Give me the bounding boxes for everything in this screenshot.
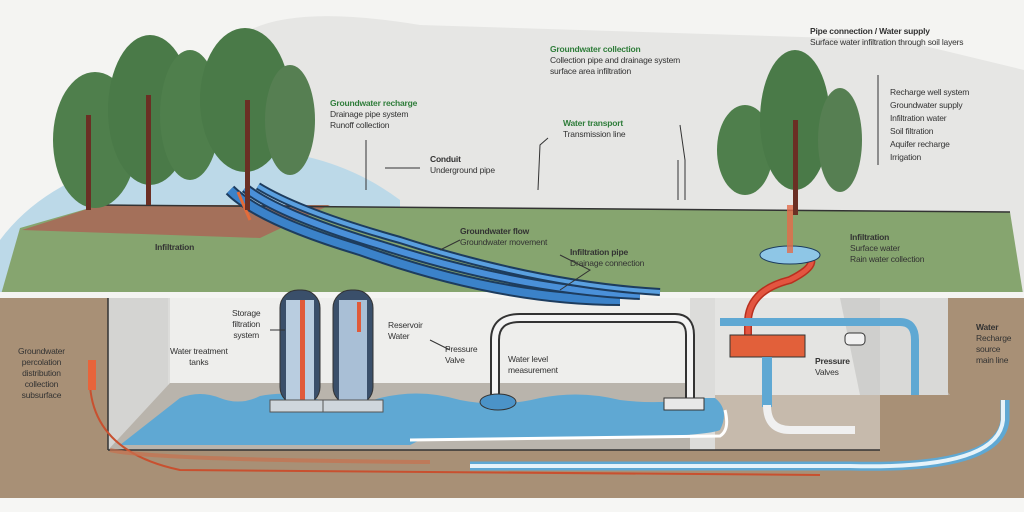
root-line xyxy=(109,448,431,464)
label-ground-mid2: Infiltration pipe Drainage connection xyxy=(570,247,645,268)
label-ground-right: Infiltration Surface water Rain water co… xyxy=(850,232,925,264)
marker-bar xyxy=(88,360,96,390)
pipe-base xyxy=(663,397,705,411)
tree-right xyxy=(717,50,862,215)
well-stream xyxy=(787,205,793,253)
label-top-left: Groundwater recharge Drainage pipe syste… xyxy=(330,98,418,130)
gauge xyxy=(844,332,866,346)
label-mid-top: Water transport Transmission line xyxy=(563,118,626,139)
outlet-pipe xyxy=(763,404,855,434)
label-top-right: Pipe connection / Water supply Surface w… xyxy=(810,26,964,47)
label-ground-left: Infiltration xyxy=(155,242,195,252)
label-chamber-4: Pressure Valves xyxy=(815,356,850,377)
pipe-inlet xyxy=(479,393,517,411)
label-ground-mid: Groundwater flow Groundwater movement xyxy=(460,226,548,247)
drain-pipe-highlight xyxy=(470,400,1005,469)
riser-pipe xyxy=(762,357,772,407)
label-conduit: Conduit Underground pipe xyxy=(430,154,495,175)
u-pipe-inner xyxy=(492,315,693,400)
bottom-strip xyxy=(0,498,1024,512)
water-highlight xyxy=(409,409,729,442)
storage-tank-1 xyxy=(269,289,331,413)
label-chamber-3: Water level measurement xyxy=(508,354,558,375)
label-chamber-1: Reservoir Water xyxy=(388,320,423,341)
label-tank: Storage filtration system xyxy=(232,308,261,340)
label-top-center: Groundwater collection Collection pipe a… xyxy=(550,44,681,76)
supply-pipe xyxy=(720,318,919,395)
leader-lines xyxy=(270,75,879,351)
tree-group-left xyxy=(53,28,315,210)
label-left-soil: Groundwater percolation distribution col… xyxy=(18,346,65,400)
label-right-notes: Recharge well system Groundwater supply … xyxy=(890,87,970,162)
storage-tank-2 xyxy=(322,289,384,413)
label-tank2: Water treatment tanks xyxy=(170,346,228,367)
label-chamber-2: Pressure Valve xyxy=(445,344,478,365)
label-right-soil: Water Recharge source main line xyxy=(976,322,1012,365)
valve-manifold xyxy=(729,334,806,358)
water-hoses xyxy=(225,182,661,306)
